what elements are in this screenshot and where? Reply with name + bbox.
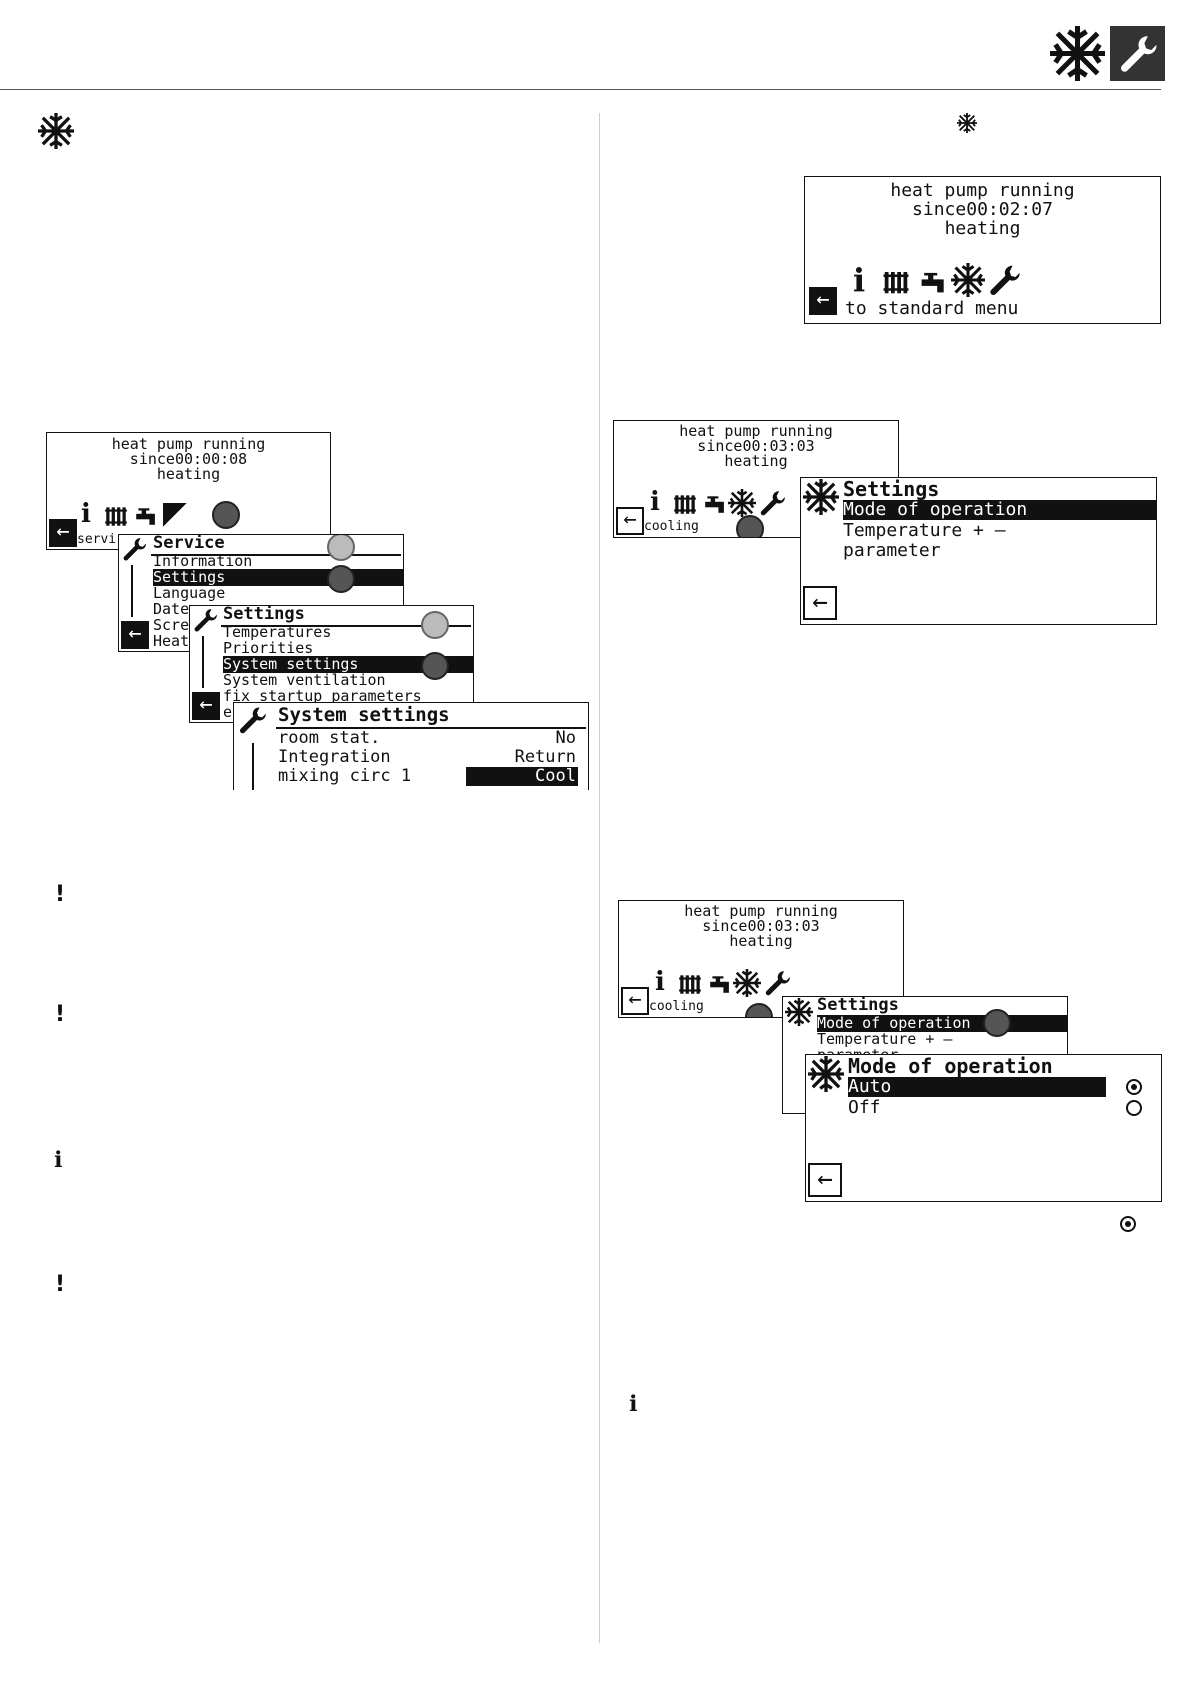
wrench-icon (123, 538, 146, 561)
snowflake-icon (808, 1056, 844, 1092)
wrench-icon[interactable] (758, 489, 786, 517)
tap-icon[interactable] (707, 973, 731, 995)
snowflake-icon (785, 998, 813, 1026)
snowflake-icon[interactable] (951, 263, 985, 297)
tap-icon[interactable] (917, 269, 947, 295)
wrench-icon (239, 707, 266, 734)
caution-marker: ! (55, 1002, 66, 1027)
info-marker: ℹ (629, 1392, 638, 1417)
mode-of-operation-screen: Mode of operation Auto Off ← (805, 1054, 1162, 1202)
radiator-icon[interactable] (879, 267, 913, 297)
back-arrow-icon[interactable]: ← (809, 287, 837, 315)
snowflake-icon[interactable] (728, 489, 756, 517)
rotary-knob-icon[interactable] (736, 515, 764, 537)
service-menu-screen: Service Information Settings Language Da… (118, 534, 404, 652)
snowflake-icon (1050, 26, 1105, 81)
radio-selected-icon (1120, 1216, 1136, 1232)
radio-unselected-icon[interactable] (1126, 1100, 1142, 1116)
rotary-knob-icon[interactable] (745, 1003, 773, 1017)
back-arrow-icon[interactable]: ← (616, 507, 644, 535)
status-screen-cooling-2: heat pump running since00:03:03 heating … (618, 900, 904, 1018)
back-arrow-icon[interactable]: ← (808, 1163, 842, 1197)
wrench-icon (194, 609, 217, 632)
wrench-icon[interactable] (987, 263, 1021, 297)
tap-icon[interactable] (133, 505, 157, 527)
info-icon[interactable]: i (81, 499, 91, 529)
tap-icon[interactable] (702, 493, 726, 515)
snowflake-icon (37, 112, 75, 150)
wrench-icon[interactable] (763, 969, 791, 997)
snowflake-icon[interactable] (733, 969, 761, 997)
scroll-indicator (202, 636, 204, 688)
caution-marker: ! (55, 882, 66, 907)
wrench-icon (1110, 26, 1165, 81)
scroll-indicator (252, 743, 254, 790)
info-icon[interactable]: i (853, 261, 866, 299)
radio-selected-icon[interactable] (1126, 1079, 1142, 1095)
snowflake-icon (803, 479, 839, 515)
info-icon[interactable]: i (650, 487, 660, 517)
rotary-knob-icon[interactable] (421, 611, 449, 639)
column-separator (599, 113, 600, 1643)
caution-marker: ! (55, 1272, 66, 1297)
back-arrow-icon[interactable]: ← (49, 519, 77, 547)
header-rule (0, 89, 1161, 90)
system-settings-screen: System settings room stat. No Integratio… (233, 702, 589, 790)
back-arrow-icon[interactable]: ← (192, 692, 220, 720)
back-arrow-icon[interactable]: ← (803, 586, 837, 620)
rotary-knob-icon[interactable] (327, 535, 355, 561)
radiator-icon[interactable] (103, 503, 129, 529)
rotary-knob-icon[interactable] (327, 565, 355, 593)
back-arrow-icon[interactable]: ← (121, 621, 149, 649)
rotary-knob-icon[interactable] (983, 1009, 1011, 1037)
info-icon[interactable]: i (655, 967, 665, 997)
radiator-icon[interactable] (672, 491, 698, 517)
rotary-knob-icon[interactable] (421, 652, 449, 680)
scroll-indicator (131, 565, 133, 617)
standard-menu-screen: heat pump running since00:02:07 heating … (804, 176, 1161, 324)
snowflake-icon (956, 112, 978, 134)
radiator-icon[interactable] (677, 971, 703, 997)
status-screen: heat pump running since00:00:08 heating … (46, 432, 331, 550)
back-arrow-icon[interactable]: ← (621, 987, 649, 1015)
heat-cool-icon[interactable] (163, 503, 187, 527)
settings-cooling-screen: Settings Mode of operation Temperature +… (800, 477, 1157, 625)
info-marker: ℹ (54, 1148, 63, 1173)
rotary-knob-icon[interactable] (212, 501, 240, 529)
